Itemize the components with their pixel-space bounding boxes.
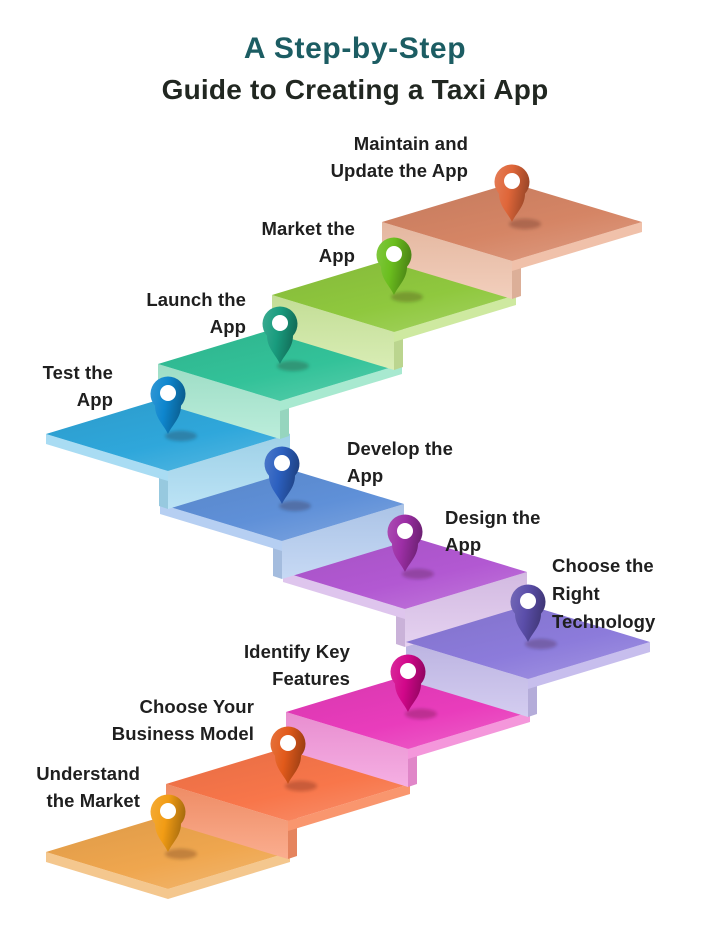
step-4-slab-edge	[528, 642, 650, 689]
pin-shadow	[509, 218, 541, 230]
step-5-location-pin-icon	[387, 514, 434, 580]
pin-shadow	[279, 500, 311, 512]
step-8-label: Launch the App	[146, 286, 246, 340]
step-3-riser-face	[286, 712, 408, 787]
step-6-slab-edge	[160, 504, 282, 551]
step-5-label: Design the App	[445, 504, 541, 558]
label-line: Market the	[261, 218, 355, 239]
step-2-riser-face	[166, 784, 288, 859]
pin-hole	[386, 246, 402, 262]
pin-body	[510, 584, 546, 642]
pin-body	[150, 376, 186, 434]
label-line: Launch the	[146, 289, 246, 310]
pin-shadow	[525, 638, 557, 650]
step-8-riser-face	[158, 364, 280, 439]
pin-shadow	[402, 568, 434, 580]
step-7-label: Test the App	[43, 359, 113, 413]
step-4-location-pin-icon	[510, 584, 557, 650]
pin-body	[494, 164, 530, 222]
pin-shadow	[277, 360, 309, 372]
step-5-slab-edge	[283, 572, 405, 619]
label-line: App	[76, 389, 113, 410]
label-line: Test the	[42, 362, 113, 383]
label-line: Choose Your	[139, 696, 254, 717]
step-3-location-pin-icon	[390, 654, 437, 720]
pin-body	[150, 794, 186, 852]
label-line: App	[445, 534, 482, 555]
step-3-label: Identify Key Features	[244, 638, 350, 692]
label-line: Technology	[552, 611, 656, 632]
title-line1: A Step-by-Step	[243, 32, 467, 65]
label-line: Maintain and	[353, 133, 468, 154]
step-2-slab-edge	[288, 784, 410, 831]
pin-hole	[397, 523, 413, 539]
label-line: Business Model	[111, 723, 254, 744]
pin-shadow	[165, 430, 197, 442]
label-line: Right	[552, 583, 600, 604]
pin-body	[390, 654, 426, 712]
step-7-location-pin-icon	[150, 376, 197, 442]
label-line: Features	[272, 668, 350, 689]
step-7-riser-face	[168, 434, 290, 509]
step-9-riser-face	[272, 295, 394, 370]
pin-shadow	[285, 780, 317, 792]
pin-hole	[400, 663, 416, 679]
step-6-label: Develop the App	[347, 435, 453, 489]
pin-hole	[160, 385, 176, 401]
pin-hole	[160, 803, 176, 819]
label-line: Design the	[445, 507, 541, 528]
title-line2: Guide to Creating a Taxi App	[161, 74, 549, 105]
step-9-slab-edge	[394, 295, 516, 342]
step-2-label: Choose Your Business Model	[112, 693, 254, 747]
step-1-label: Understand the Market	[36, 760, 140, 814]
step-10-riser-face	[382, 222, 512, 299]
step-9-location-pin-icon	[376, 237, 423, 303]
pin-hole	[280, 735, 296, 751]
step-4-riser-face	[406, 642, 528, 717]
pin-shadow	[405, 708, 437, 720]
label-line: Choose the	[552, 555, 654, 576]
step-8-location-pin-icon	[262, 306, 309, 372]
label-line: Develop the	[347, 438, 453, 459]
step-1-slab-edge	[46, 852, 168, 899]
label-line: the Market	[46, 790, 140, 811]
label-line: App	[209, 316, 246, 337]
step-10-slab-edge	[512, 222, 642, 271]
label-line: App	[347, 465, 384, 486]
pin-shadow	[165, 848, 197, 860]
step-10-location-pin-icon	[494, 164, 541, 230]
step-6-location-pin-icon	[264, 446, 311, 512]
pin-body	[262, 306, 298, 364]
step-5-riser-face	[405, 572, 527, 647]
label-line: Understand	[36, 763, 140, 784]
step-6-riser-face	[282, 504, 404, 579]
pin-body	[376, 237, 412, 295]
pin-hole	[274, 455, 290, 471]
step-2-location-pin-icon	[270, 726, 317, 792]
pin-body	[270, 726, 306, 784]
step-8-slab-edge	[280, 364, 402, 411]
pin-hole	[272, 315, 288, 331]
step-1-location-pin-icon	[150, 794, 197, 860]
infographic-title: A Step-by-Step Guide to Creating a Taxi …	[0, 28, 710, 110]
pin-body	[264, 446, 300, 504]
step-9-label: Market the App	[261, 215, 355, 269]
step-1-slab-edge	[168, 852, 290, 899]
pin-shadow	[391, 291, 423, 303]
label-line: Update the App	[330, 160, 468, 181]
pin-body	[387, 514, 423, 572]
step-3-slab-edge	[408, 712, 530, 759]
label-line: Identify Key	[243, 641, 350, 662]
label-line: App	[318, 245, 355, 266]
step-4-label: Choose the Right Technology	[552, 552, 655, 636]
step-10-label: Maintain and Update the App	[331, 130, 468, 184]
pin-hole	[504, 173, 520, 189]
step-7-slab-edge	[46, 434, 168, 481]
pin-hole	[520, 593, 536, 609]
